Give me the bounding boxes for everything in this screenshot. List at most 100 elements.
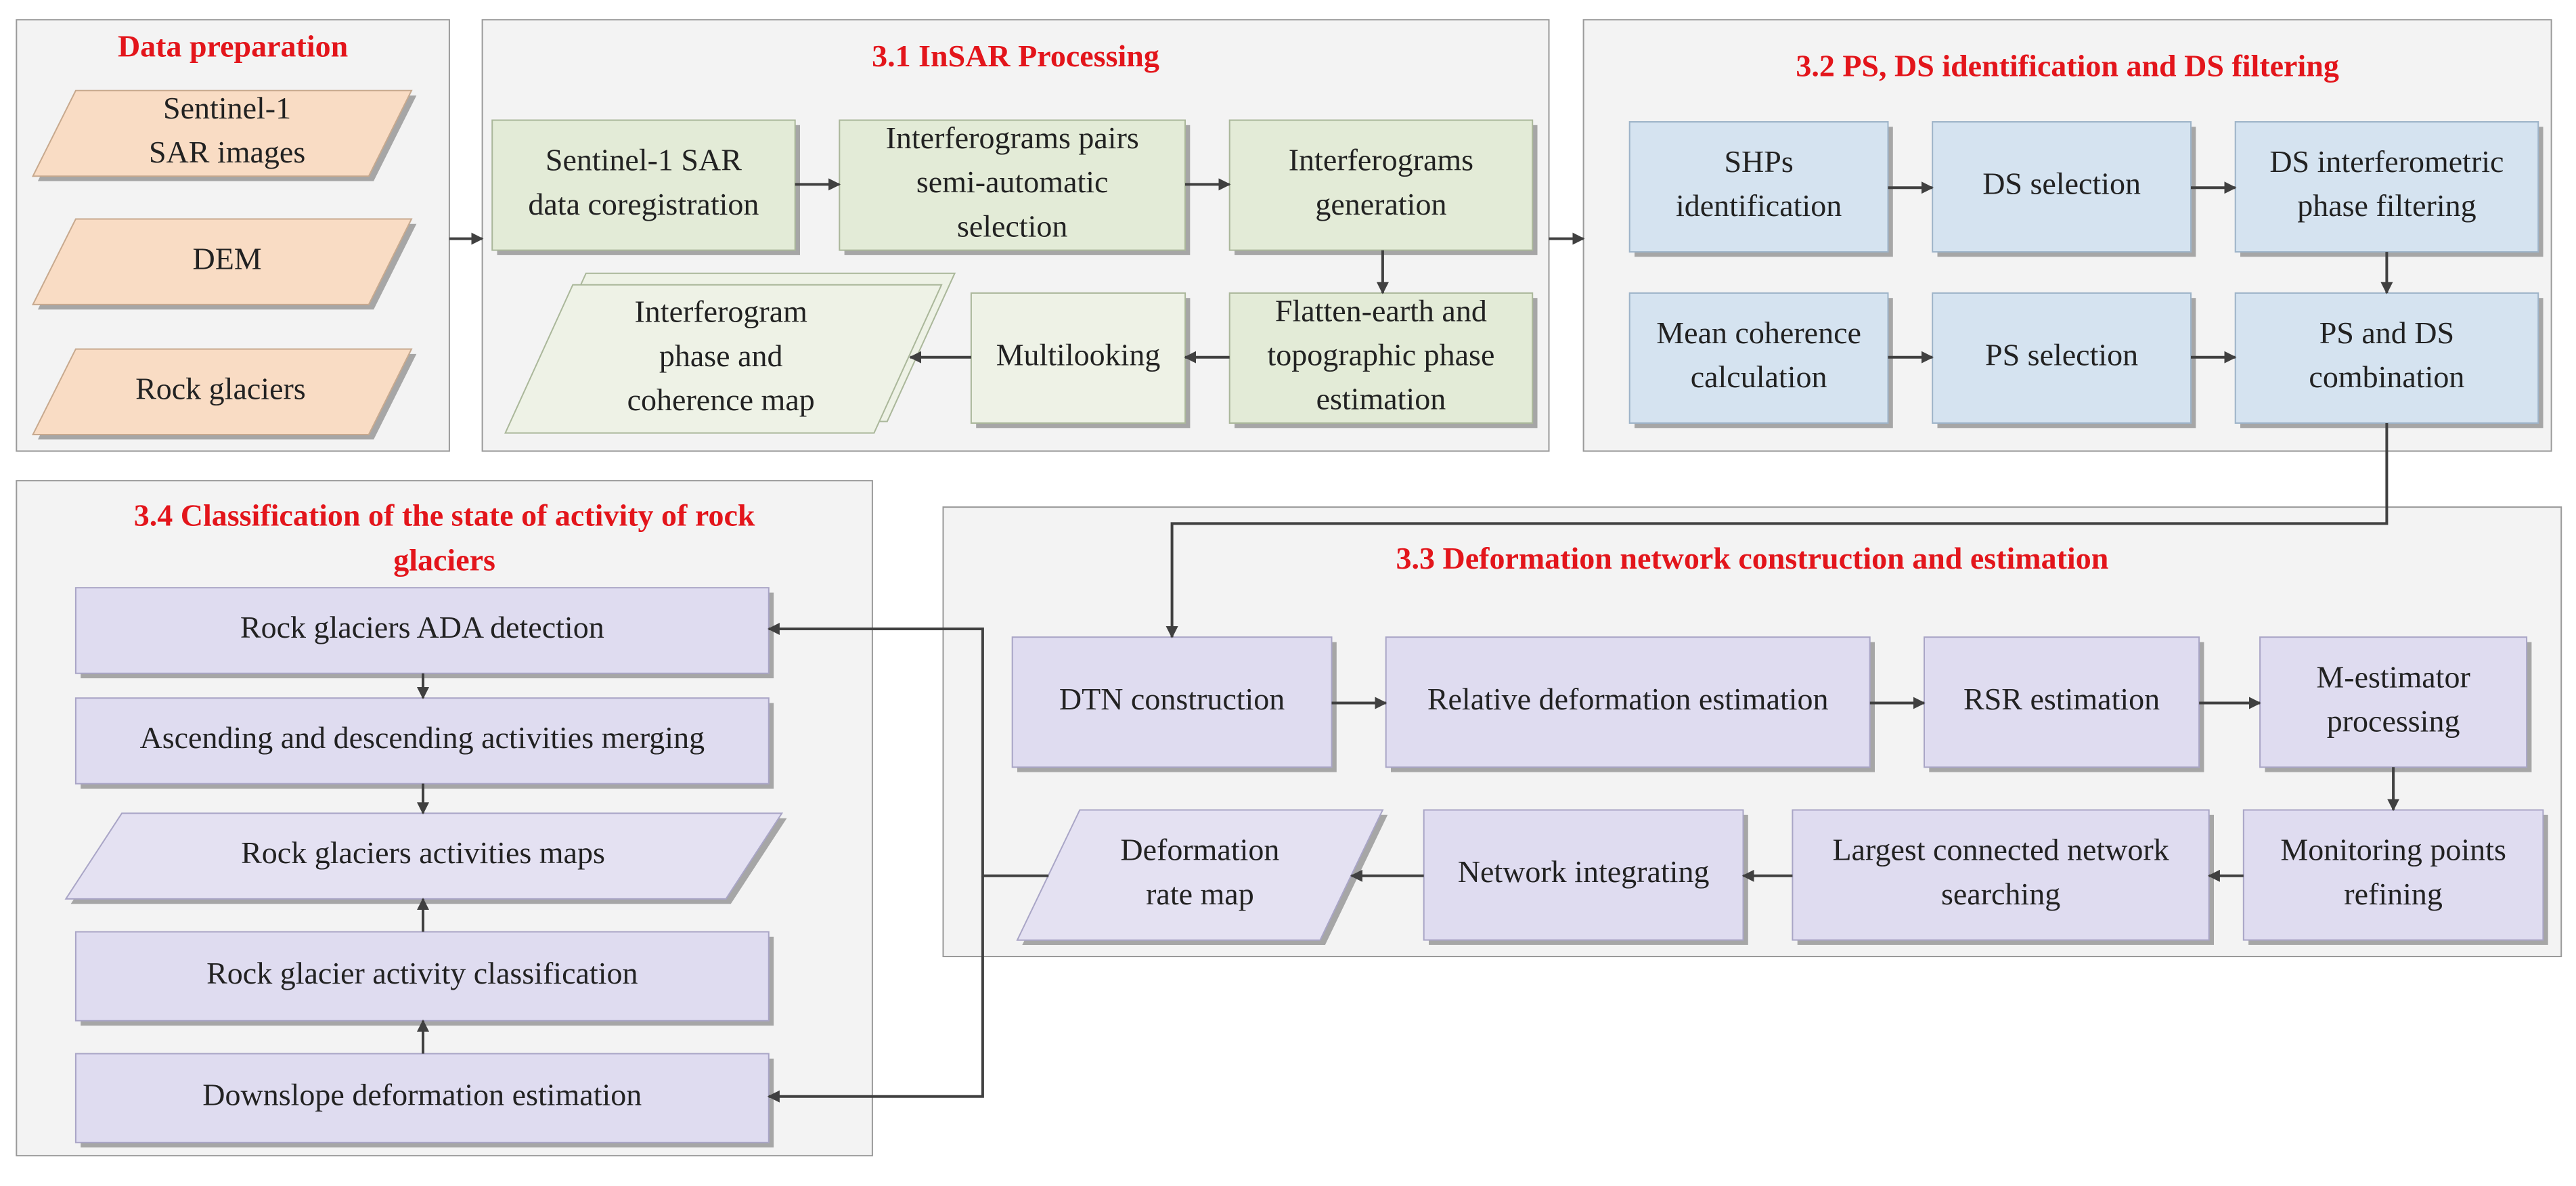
- node-rock-glaciers-label: Rock glaciers: [135, 371, 306, 405]
- node-dtn-construction: DTN construction: [1011, 636, 1337, 772]
- node-ada-detection-label: Rock glaciers ADA detection: [240, 610, 604, 644]
- node-rsr-estimation: RSR estimation: [1924, 636, 2204, 772]
- node-shps-identification-box: [1628, 121, 1889, 253]
- node-mean-coherence-calculation-box: [1628, 292, 1889, 424]
- node-dem-label: DEM: [192, 241, 261, 276]
- node-sentinel-1-sar-images-box: [31, 89, 413, 177]
- node-activities-maps-box: [64, 812, 784, 900]
- node-pair-selection: Interferograms pairssemi-automaticselect…: [839, 119, 1191, 255]
- node-ps-selection: PS selection: [1932, 292, 2196, 429]
- node-dtn-construction-box: [1011, 636, 1333, 768]
- arrow-rate-map-to-downslope: [767, 875, 984, 1103]
- node-flatten-earth-estimation-label: estimation: [1316, 382, 1446, 416]
- node-largest-network-searching-box: [1792, 809, 2210, 941]
- node-data-coregistration-box: [491, 119, 796, 251]
- node-flatten-earth-estimation-box: [1228, 292, 1534, 424]
- arrow-combination-to-dtn: [1165, 423, 2389, 638]
- node-activities-merging-label: Ascending and descending activities merg…: [139, 720, 705, 755]
- node-flatten-earth-estimation-label: Flatten-earth and: [1275, 293, 1487, 328]
- node-m-estimator-processing-label: processing: [2327, 703, 2460, 738]
- node-monitoring-points-refining-label: refining: [2344, 877, 2443, 911]
- node-interferogram-phase-coherence-box: [504, 284, 943, 434]
- node-pair-selection-label: selection: [957, 208, 1068, 243]
- node-interferogram-generation-label: Interferograms: [1289, 143, 1473, 177]
- node-deformation-rate-map-box: [1016, 809, 1384, 941]
- node-downslope-estimation-label: Downslope deformation estimation: [202, 1078, 642, 1112]
- node-downslope-estimation: Downslope deformation estimation: [74, 1053, 774, 1148]
- node-pair-selection-label: Interferograms pairs: [886, 120, 1139, 155]
- panel-deformation-network-title: 3.3 Deformation network construction and…: [1396, 541, 2108, 575]
- node-m-estimator-processing: M-estimator processing: [2259, 636, 2532, 772]
- node-activities-maps-label: Rock glaciers activities maps: [241, 835, 605, 870]
- node-deformation-rate-map-label: Deformation: [1120, 833, 1279, 867]
- node-activity-classification: Rock glacier activity classification: [74, 931, 774, 1026]
- node-relative-deformation-estimation-label: Relative deformation estimation: [1427, 682, 1829, 716]
- panel-activity-classification-title-line: glaciers: [393, 542, 495, 577]
- node-deformation-rate-map: Deformation rate map: [1016, 809, 1388, 945]
- node-deformation-rate-map-label: rate map: [1146, 877, 1254, 911]
- node-interferogram-generation-box: [1228, 119, 1534, 251]
- node-monitoring-points-refining-box: [2242, 809, 2544, 941]
- node-ds-selection-label: DS selection: [1982, 167, 2141, 201]
- node-ps-ds-combination: PS and DS combination: [2234, 292, 2544, 429]
- node-ps-ds-combination-label: combination: [2309, 359, 2464, 394]
- node-rsr-estimation-box: [1924, 636, 2200, 768]
- node-ds-phase-filtering-label: phase filtering: [2297, 188, 2476, 223]
- node-relative-deformation-estimation: Relative deformation estimation: [1385, 636, 1875, 772]
- node-data-coregistration-label: data coregistration: [528, 187, 759, 221]
- node-activity-classification-label: Rock glacier activity classification: [206, 956, 638, 990]
- node-ps-ds-combination-label: PS and DS: [2319, 315, 2454, 350]
- panel-ps-ds-identification-title: 3.2 PS, DS identification and DS filteri…: [1796, 49, 2339, 83]
- node-network-integrating: Network integrating: [1423, 809, 1748, 945]
- node-ds-selection: DS selection: [1932, 121, 2196, 257]
- node-sentinel-1-sar-images-label: SAR images: [149, 135, 305, 169]
- arrow-rate-map-to-ada: [767, 623, 1049, 877]
- node-interferogram-generation: Interferograms generation: [1228, 119, 1538, 255]
- node-ps-ds-combination-box: [2234, 292, 2539, 424]
- node-mean-coherence-calculation-label: calculation: [1691, 359, 1827, 394]
- node-ada-detection-box: [74, 587, 770, 674]
- panel-data-preparation-title: Data preparation: [118, 29, 348, 64]
- node-sentinel-1-sar-images-label: Sentinel-1: [163, 91, 291, 125]
- node-ds-selection-box: [1932, 121, 2192, 253]
- node-activities-maps: Rock glaciers activities maps: [64, 812, 787, 904]
- node-activity-classification-box: [74, 931, 770, 1022]
- node-ds-phase-filtering-label: DS interferometric: [2269, 144, 2504, 179]
- panel-insar-processing-title: 3.1 InSAR Processing: [872, 39, 1159, 73]
- node-ada-detection: Rock glaciers ADA detection: [74, 587, 774, 678]
- node-network-integrating-label: Network integrating: [1458, 854, 1710, 889]
- node-shps-identification-label: identification: [1676, 188, 1842, 223]
- node-network-integrating-box: [1423, 809, 1744, 941]
- node-interferogram-phase-coherence-label: phase and: [659, 338, 783, 373]
- node-dtn-construction-label: DTN construction: [1059, 682, 1285, 716]
- node-interferogram-generation-label: generation: [1315, 187, 1446, 221]
- node-flatten-earth-estimation: Flatten-earth and topographic phase estima…: [1228, 292, 1538, 429]
- node-pair-selection-box: [839, 119, 1186, 251]
- node-data-coregistration: Sentinel-1 SAR data coregistration: [491, 119, 800, 255]
- node-multilooking-box: [970, 292, 1186, 424]
- node-multilooking-label: Multilooking: [996, 338, 1161, 372]
- node-flatten-earth-estimation-label: topographic phase: [1267, 338, 1494, 372]
- node-m-estimator-processing-label: M-estimator: [2316, 659, 2470, 694]
- node-interferogram-phase-coherence-label: coherence map: [627, 382, 815, 417]
- node-rock-glaciers: Rock glaciers: [31, 348, 417, 440]
- node-ds-phase-filtering-box: [2234, 121, 2539, 253]
- node-rock-glaciers-box: [31, 348, 413, 435]
- panel-activity-classification-title-line: 3.4 Classification of the state of activ…: [134, 498, 755, 533]
- node-data-coregistration-label: Sentinel-1 SAR: [546, 143, 742, 177]
- node-activities-merging: Ascending and descending activities merg…: [74, 697, 774, 789]
- node-m-estimator-processing-box: [2259, 636, 2528, 768]
- node-relative-deformation-estimation-box: [1385, 636, 1871, 768]
- node-largest-network-searching-label: searching: [1941, 877, 2060, 911]
- node-multilooking: Multilooking: [970, 292, 1191, 429]
- node-ds-phase-filtering: DS interferometric phase filtering: [2234, 121, 2544, 257]
- node-activities-merging-box: [74, 697, 770, 785]
